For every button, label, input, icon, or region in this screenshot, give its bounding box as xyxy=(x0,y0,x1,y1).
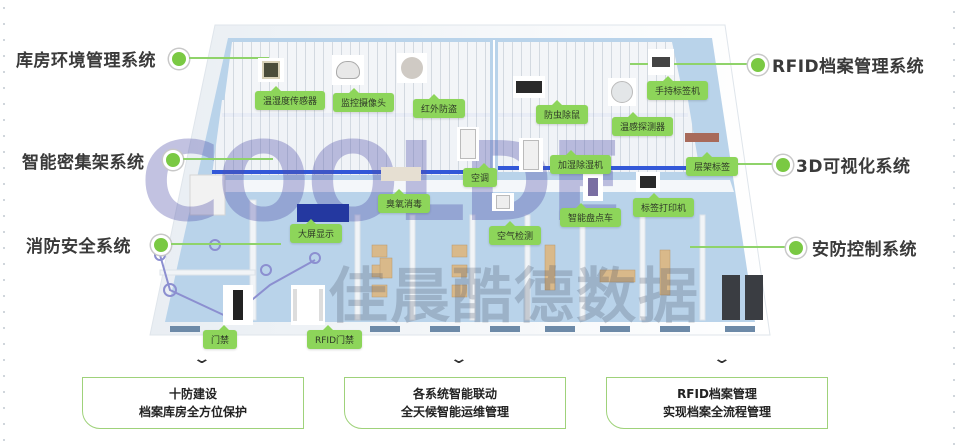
device-tag[interactable]: 红外防盗 xyxy=(413,94,466,118)
connector-dot-icon xyxy=(169,49,189,69)
ozone-sterilizer-icon xyxy=(381,167,421,181)
dehumidifier-icon xyxy=(519,138,543,172)
device-tag[interactable]: 智能盘点车 xyxy=(560,203,622,227)
device-tag[interactable]: 温感探测器 xyxy=(612,112,674,136)
system-label-3d-visualization[interactable]: 3D可视化系统 xyxy=(796,157,911,177)
access-control-icon xyxy=(223,285,253,325)
card-line2: 全天候智能运维管理 xyxy=(400,405,509,419)
infrared-sensor-icon xyxy=(397,53,427,83)
shelf-handle-row xyxy=(212,170,490,174)
connector-line xyxy=(189,57,269,59)
chevron-down-icon: ⌄ xyxy=(192,351,212,367)
device-tag[interactable]: 臭氧消毒 xyxy=(378,189,431,213)
device-tag[interactable]: RFID门禁 xyxy=(307,325,363,349)
system-label-rfid[interactable]: RFID档案管理系统 xyxy=(772,57,925,77)
watermark-latin: COOLDE xyxy=(140,118,624,246)
system-label-fire-safety[interactable]: 消防安全系统 xyxy=(26,237,131,257)
connector-line xyxy=(171,243,281,245)
device-tag[interactable]: 门禁 xyxy=(203,325,238,349)
label-printer-icon xyxy=(636,172,660,192)
summary-card-linkage: 各系统智能联动 全天候智能运维管理 xyxy=(344,377,566,429)
heat-detector-icon xyxy=(608,78,636,106)
device-tag[interactable]: 监控摄像头 xyxy=(333,88,395,112)
connector-dot-icon xyxy=(151,235,171,255)
chevron-down-icon: ⌄ xyxy=(712,351,732,367)
connector-dot-icon xyxy=(773,155,793,175)
thermo-hygrometer-icon xyxy=(258,58,284,82)
dot-pattern-right xyxy=(944,0,966,448)
connector-dot-icon xyxy=(163,150,183,170)
card-line1: 十防建设 xyxy=(168,387,217,401)
fire-suppression-cabinet xyxy=(189,174,226,216)
card-line2: 实现档案全流程管理 xyxy=(662,405,771,419)
system-label-security-control[interactable]: 安防控制系统 xyxy=(812,240,917,260)
shelf-block xyxy=(212,100,490,175)
dot-pattern-left xyxy=(0,0,8,448)
rfid-gate-icon xyxy=(291,285,325,325)
connector-dot-icon xyxy=(748,55,768,75)
connector-line xyxy=(183,158,273,160)
device-tag[interactable]: 空调 xyxy=(463,163,498,187)
air-monitor-icon xyxy=(492,193,514,211)
card-line2: 档案库房全方位保护 xyxy=(138,405,247,419)
device-tag[interactable]: 标签打印机 xyxy=(633,193,695,217)
large-screen-icon xyxy=(297,204,349,222)
device-tag[interactable]: 大屏显示 xyxy=(290,219,343,243)
device-tag[interactable]: 层架标签 xyxy=(686,152,739,176)
card-line1: 各系统智能联动 xyxy=(412,387,497,401)
system-label-compact-shelving[interactable]: 智能密集架系统 xyxy=(22,153,145,173)
dome-camera-icon xyxy=(332,55,364,85)
connector-line xyxy=(690,246,788,248)
device-tag[interactable]: 空气检测 xyxy=(489,221,542,245)
connector-line xyxy=(730,163,775,165)
shelf-block xyxy=(498,42,688,118)
connector-line xyxy=(630,63,750,65)
device-tag[interactable]: 手持标签机 xyxy=(647,76,709,100)
summary-card-rfid: RFID档案管理 实现档案全流程管理 xyxy=(606,377,828,429)
shelf-tag-icon xyxy=(685,133,719,142)
chevron-down-icon: ⌄ xyxy=(449,351,469,367)
summary-card-protection: 十防建设 档案库房全方位保护 xyxy=(82,377,304,429)
air-conditioner-icon xyxy=(457,127,479,161)
device-tag[interactable]: 加湿除湿机 xyxy=(550,150,612,174)
handheld-reader-icon xyxy=(648,49,674,75)
connector-dot-icon xyxy=(786,238,806,258)
system-label-environment[interactable]: 库房环境管理系统 xyxy=(16,51,156,71)
watermark-cn: 佳晨酷德数据 xyxy=(328,262,700,332)
card-line1: RFID档案管理 xyxy=(677,387,757,401)
pest-repeller-icon xyxy=(513,76,545,98)
inventory-cart-icon xyxy=(583,173,603,201)
device-tag[interactable]: 温湿度传感器 xyxy=(255,86,326,110)
device-tag[interactable]: 防虫除鼠 xyxy=(536,100,589,124)
